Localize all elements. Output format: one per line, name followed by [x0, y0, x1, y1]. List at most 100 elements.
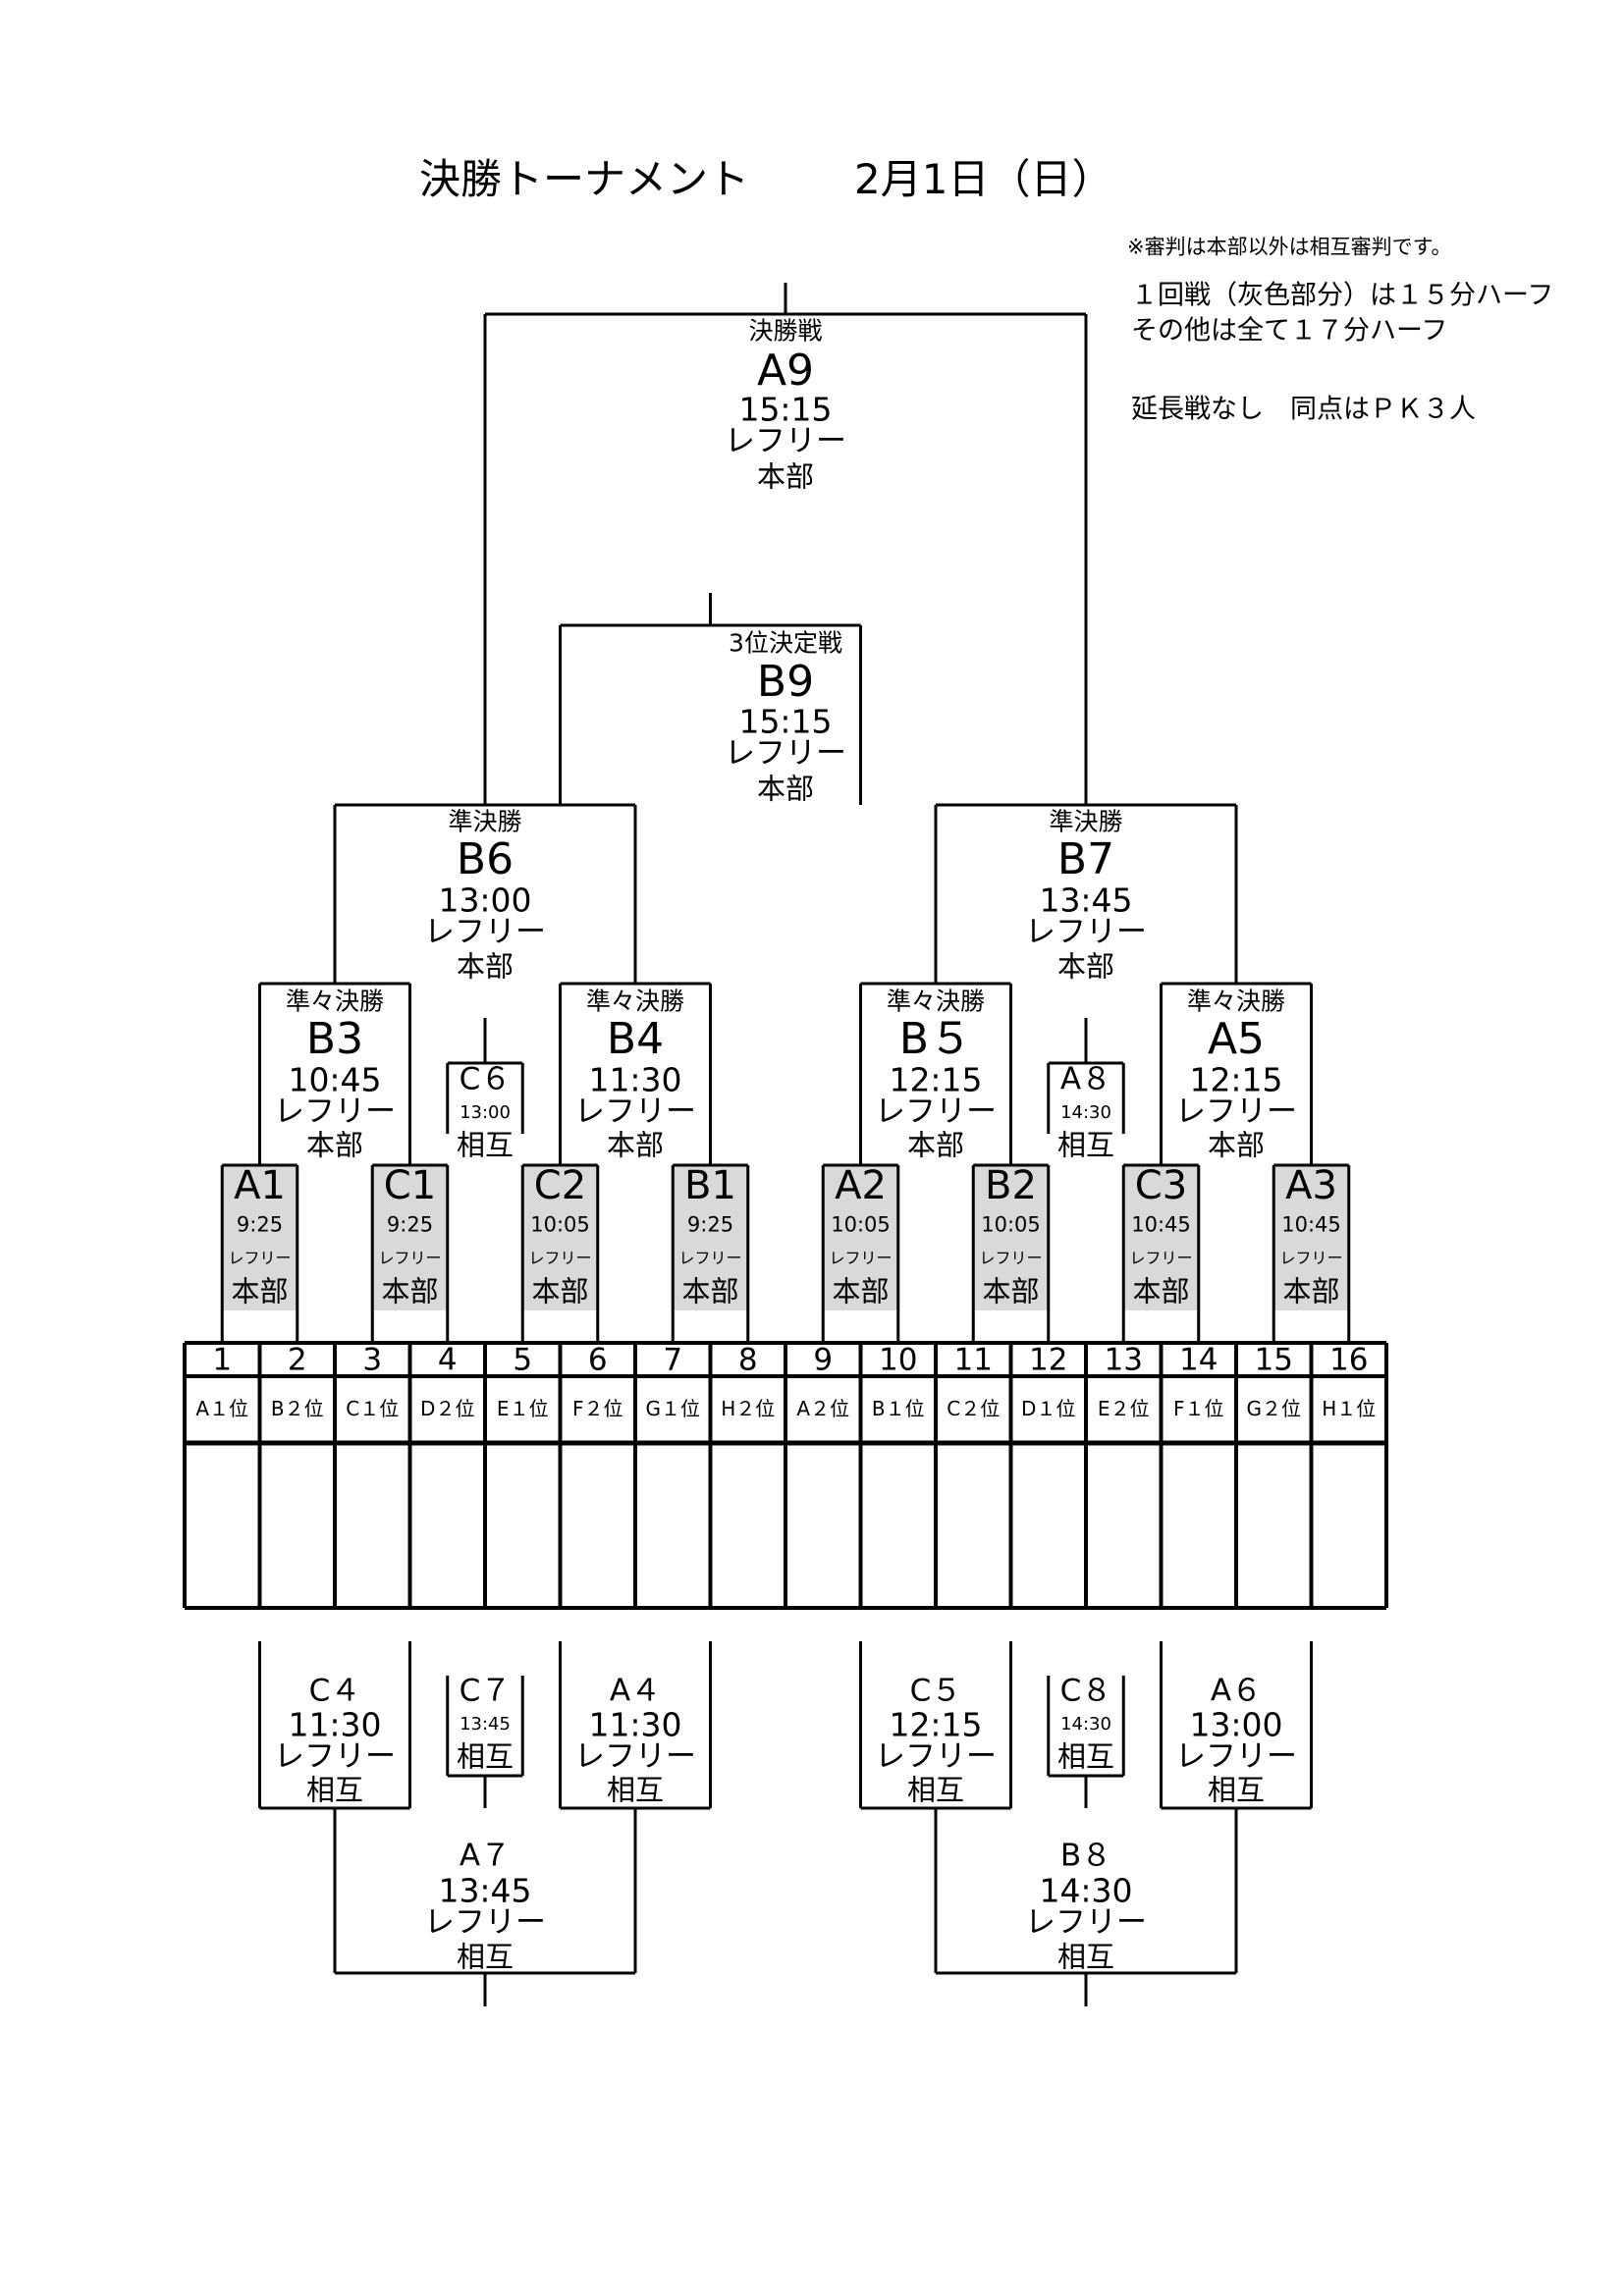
match-time: 10:45 [1131, 1212, 1191, 1237]
match-round-label: 準々決勝 [285, 987, 385, 1016]
match-code: C７ [459, 1673, 512, 1709]
slot-seed: D２位 [420, 1397, 475, 1420]
slot-number: 3 [362, 1342, 383, 1378]
match-round-label: 準々決勝 [585, 987, 685, 1016]
match-time: 13:45 [1039, 881, 1133, 920]
slot-seed: E１位 [496, 1397, 549, 1420]
match-code: C2 [533, 1163, 587, 1208]
match-referee: 相互 [1056, 1739, 1115, 1774]
match-code: A４ [609, 1673, 662, 1709]
slot-number: 13 [1104, 1342, 1143, 1378]
match-time: 12:15 [889, 1060, 983, 1099]
match-referee: 本部 [606, 1128, 665, 1162]
slot-seed: C１位 [346, 1397, 400, 1420]
match-time: 13:00 [1189, 1705, 1283, 1744]
match-time: 15:15 [738, 702, 833, 741]
match-time: 9:25 [386, 1212, 434, 1237]
match-code: C４ [308, 1673, 361, 1709]
match-referee: 相互 [456, 1128, 514, 1162]
match-referee-label: レフリー [875, 1094, 997, 1130]
match-time: 13:45 [438, 1871, 532, 1910]
match-code: A６ [1210, 1673, 1263, 1709]
match-referee-label: レフリー [424, 914, 546, 950]
slot-seed: A２位 [796, 1397, 850, 1420]
match-referee-label: レフリー [274, 1738, 396, 1775]
slot-number: 9 [813, 1342, 834, 1378]
match-code: C６ [459, 1061, 512, 1097]
match-time: 10:05 [981, 1212, 1041, 1237]
match-referee-label: レフリー [228, 1249, 292, 1267]
match-referee-label: レフリー [725, 735, 846, 772]
slot-seed: E２位 [1097, 1397, 1150, 1420]
match-referee-label: レフリー [678, 1249, 742, 1267]
match-referee-label: レフリー [574, 1094, 696, 1130]
slot-seed: H１位 [1322, 1397, 1377, 1420]
slot-number: 16 [1329, 1342, 1369, 1378]
match-code: B2 [985, 1163, 1037, 1208]
slot-number: 6 [587, 1342, 608, 1378]
match-referee-label: レフリー [274, 1094, 396, 1130]
match-referee-label: レフリー [1025, 914, 1147, 950]
match-code: A７ [459, 1838, 512, 1874]
match-code: A1 [234, 1163, 286, 1208]
match-time: 10:05 [530, 1212, 590, 1237]
match-time: 9:25 [236, 1212, 284, 1237]
match-time: 13:00 [438, 881, 532, 920]
match-code: B7 [1056, 834, 1115, 884]
match-time: 10:05 [831, 1212, 891, 1237]
round1-shade [1123, 1165, 1199, 1310]
slot-number: 8 [737, 1342, 758, 1378]
match-referee: 本部 [231, 1274, 289, 1308]
round1-shade [222, 1165, 298, 1310]
round1-shade [973, 1165, 1049, 1310]
match-referee-label: レフリー [378, 1249, 442, 1267]
match-round-label: 準決勝 [1049, 807, 1123, 836]
match-code: A9 [756, 346, 815, 396]
match-time: 11:30 [288, 1705, 382, 1744]
match-code: B８ [1059, 1838, 1112, 1874]
match-referee-label: レフリー [528, 1249, 592, 1267]
match-referee: 相互 [1207, 1773, 1266, 1807]
match-code: B1 [684, 1163, 736, 1208]
slot-number: 2 [287, 1342, 307, 1378]
slot-seed: A１位 [195, 1397, 249, 1420]
match-referee-label: レフリー [979, 1249, 1043, 1267]
match-time: 13:45 [460, 1714, 511, 1735]
match-round-label: 決勝戦 [748, 316, 823, 346]
match-referee: 本部 [982, 1274, 1040, 1308]
match-referee: 本部 [832, 1274, 890, 1308]
match-round-label: 準々決勝 [886, 987, 986, 1016]
match-code: B9 [756, 657, 815, 707]
slot-seed: F２位 [571, 1397, 623, 1420]
slot-seed: G２位 [1246, 1397, 1302, 1420]
match-time: 14:30 [1060, 1102, 1111, 1123]
slot-seed: B２位 [270, 1397, 324, 1420]
match-referee-label: レフリー [875, 1738, 997, 1775]
match-referee: 相互 [606, 1773, 665, 1807]
match-referee: 本部 [1056, 949, 1115, 984]
round1-shade [1273, 1165, 1349, 1310]
match-code: B4 [606, 1014, 665, 1064]
slot-seed: D１位 [1021, 1397, 1076, 1420]
referee-note: ※審判は本部以外は相互審判です。 [1127, 235, 1452, 259]
round1-shade [823, 1165, 898, 1310]
match-time: 13:00 [460, 1102, 511, 1123]
round1-shade [522, 1165, 598, 1310]
match-referee-label: レフリー [1279, 1249, 1343, 1267]
match-referee-label: レフリー [574, 1738, 696, 1775]
slot-number: 12 [1029, 1342, 1068, 1378]
match-code: C５ [909, 1673, 962, 1709]
match-referee: 本部 [531, 1274, 589, 1308]
slot-seed: H２位 [721, 1397, 776, 1420]
match-referee-label: レフリー [829, 1249, 893, 1267]
match-referee: 本部 [681, 1274, 739, 1308]
event-date: 2月1日（日） [854, 155, 1113, 203]
match-time: 11:30 [588, 1060, 682, 1099]
slot-number: 5 [513, 1342, 533, 1378]
match-referee: 本部 [756, 772, 815, 806]
match-code: A5 [1207, 1014, 1266, 1064]
tiebreak-note: 延長戦なし 同点はＰＫ３人 [1131, 394, 1476, 425]
slot-seed: B１位 [871, 1397, 925, 1420]
match-code: A８ [1059, 1061, 1112, 1097]
